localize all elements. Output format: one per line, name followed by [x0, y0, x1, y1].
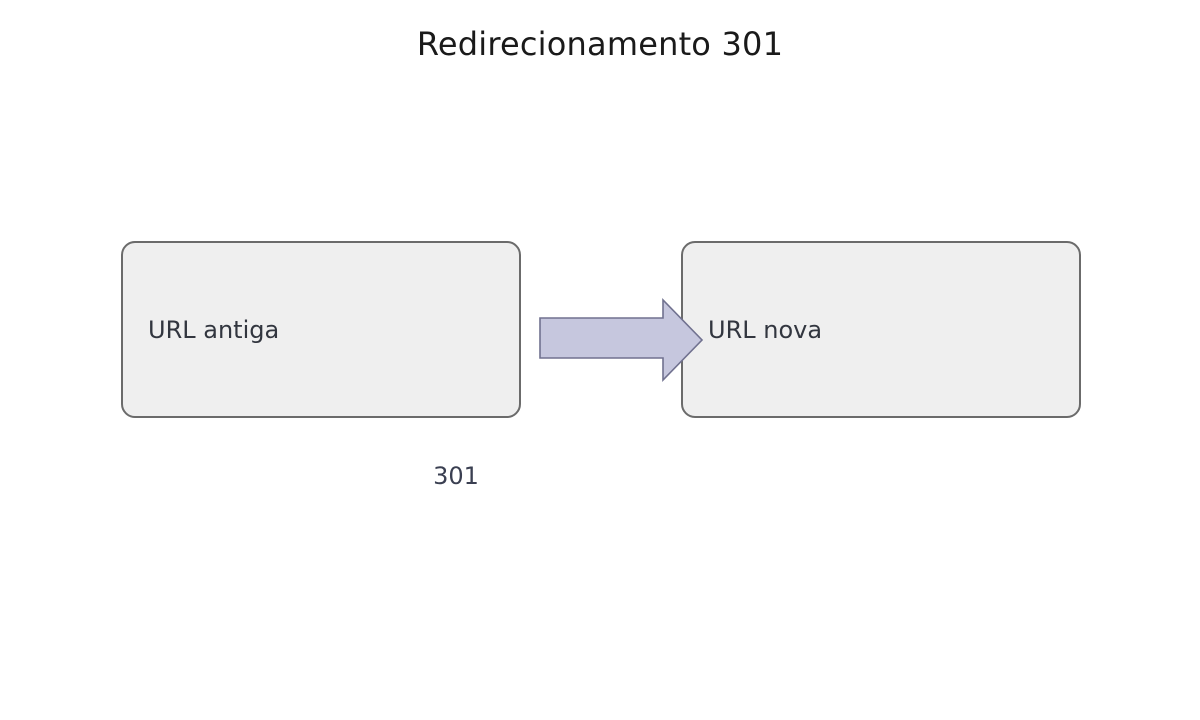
- node-label-url-antiga: URL antiga: [148, 315, 280, 344]
- edge-label-status-code: 301: [433, 462, 479, 490]
- arrow-right-icon: [539, 298, 704, 382]
- node-label-url-nova: URL nova: [708, 315, 823, 344]
- page-title: Redirecionamento 301: [416, 25, 784, 63]
- node-url-nova[interactable]: URL nova: [681, 241, 1081, 418]
- node-url-antiga[interactable]: URL antiga: [121, 241, 521, 418]
- arrow-right-shape: [539, 298, 704, 382]
